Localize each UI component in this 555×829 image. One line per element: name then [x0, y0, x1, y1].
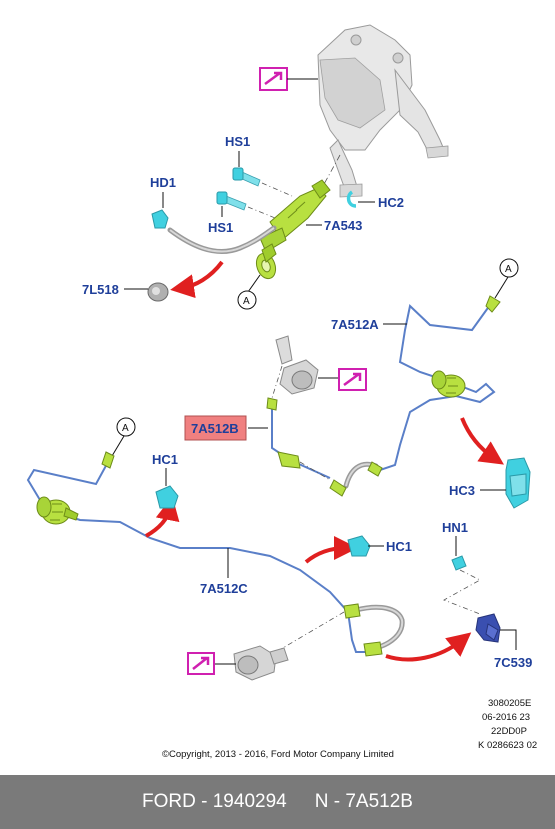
label-7a543: 7A543 — [324, 218, 362, 233]
master-cylinder-7a543 — [255, 179, 331, 280]
label-hn1: HN1 — [442, 520, 468, 535]
label-7a512b: 7A512B — [191, 421, 239, 436]
bracket-7c539 — [475, 613, 517, 650]
bracket-hc3 — [480, 457, 531, 509]
label-hd1: HD1 — [150, 175, 176, 190]
ref-line-4: K 0286623 02 — [478, 740, 537, 751]
highlight-7a512b: 7A512B — [184, 415, 247, 441]
grommet-7l518 — [124, 282, 169, 302]
label-7a512a: 7A512A — [331, 317, 379, 332]
label-7c539: 7C539 — [494, 655, 532, 670]
label-hs1-top: HS1 — [225, 134, 250, 149]
red-arrow-7c539 — [385, 632, 472, 662]
bolt-hs1-bottom — [216, 191, 276, 219]
connector-a-top: A — [237, 290, 257, 310]
clip-hc1-mid — [347, 535, 384, 557]
label-7a512c: 7A512C — [200, 581, 248, 596]
label-hc1-mid: HC1 — [386, 539, 412, 554]
connector-a-right: A — [499, 258, 519, 278]
pedal-box-assembly — [317, 24, 449, 198]
pipe-7a512b — [271, 404, 331, 479]
clip-hc2 — [346, 190, 375, 208]
view-callout-icon — [259, 67, 318, 91]
svg-text:A: A — [243, 296, 250, 307]
pipe-damper-left — [36, 496, 79, 525]
slave-cylinder-lower — [215, 645, 289, 681]
pipe-7a512c — [26, 461, 370, 653]
label-hc2: HC2 — [378, 195, 404, 210]
label-hs1-bottom: HS1 — [208, 220, 233, 235]
red-arrow-7l518 — [170, 260, 224, 299]
label-hc1-left: HC1 — [152, 452, 178, 467]
ref-line-1: 3080205E — [488, 698, 531, 709]
svg-text:A: A — [505, 264, 512, 275]
view-callout-icon-lower — [187, 652, 215, 675]
reference-codes: 3080205E 06-2016 23 22DD0P K 0286623 02 — [478, 698, 537, 751]
view-callout-icon-upper — [338, 368, 367, 391]
parts-diagram: HS1 HS1 HD1 7A543 HC2 A — [26, 24, 537, 760]
pipe-7a512a — [379, 304, 496, 471]
red-arrow-hc3 — [460, 417, 504, 465]
copyright-notice: ©Copyright, 2013 - 2016, Ford Motor Comp… — [162, 749, 394, 760]
footer-part-code: N - 7A512B — [314, 791, 413, 812]
nut-hn1 — [451, 536, 467, 571]
label-7l518: 7L518 — [82, 282, 119, 297]
clip-hc1-left — [155, 468, 179, 509]
footer-bar: FORD - 1940294 N - 7A512B — [0, 775, 555, 829]
connector-a-left: A — [116, 417, 136, 437]
bolt-hs1-top — [232, 151, 293, 197]
pipe-damper-right — [431, 370, 466, 398]
clip-hd1 — [151, 192, 169, 229]
red-arrow-hc1-left — [144, 496, 180, 538]
footer-part-number: FORD - 1940294 — [142, 791, 287, 812]
ref-line-3: 22DD0P — [491, 726, 527, 737]
red-arrow-hc1-mid — [304, 536, 358, 564]
svg-text:A: A — [122, 423, 129, 434]
ref-line-2: 06-2016 23 — [482, 712, 530, 723]
label-hc3: HC3 — [449, 483, 475, 498]
slave-cylinder-upper — [275, 335, 338, 395]
